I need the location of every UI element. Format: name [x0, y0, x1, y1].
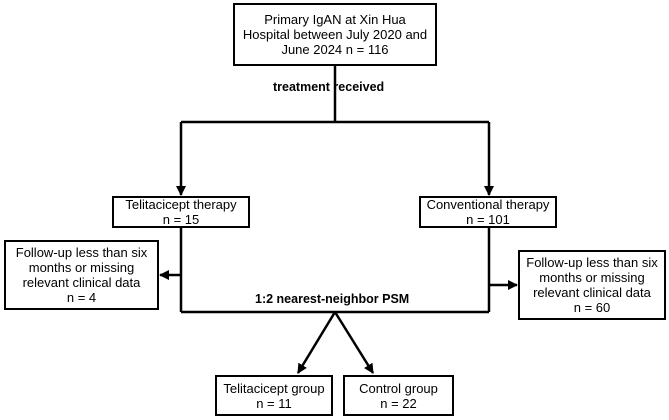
conventional-therapy-text-line: Conventional therapy — [426, 197, 550, 212]
excluded-left-text-line: relevant clinical data — [22, 275, 141, 290]
source-population-text-line: June 2024 n = 116 — [281, 42, 389, 57]
telitacicept-group-text-line: n = 11 — [256, 395, 292, 411]
source-population-text-line: Hospital between July 2020 and — [242, 27, 428, 42]
treatment-received-label: treatment received — [273, 80, 385, 94]
excluded-right-text-line: months or missing — [539, 270, 645, 285]
psm-label: 1:2 nearest-neighbor PSM — [255, 292, 410, 306]
telitacicept-therapy-text-line: n = 15 — [162, 212, 200, 227]
excluded-left-text-line: n = 4 — [66, 290, 97, 305]
conventional-therapy-text-line: n = 101 — [466, 212, 510, 227]
arrow-to-control-group — [333, 311, 375, 374]
control-group-text-line: Control group — [359, 380, 438, 396]
source-population-text-line: Primary IgAN at Xin Hua — [264, 12, 406, 27]
excluded-left-text-line: Follow-up less than six — [15, 245, 148, 260]
control-group-text-line: n = 22 — [380, 395, 417, 411]
telitacicept-therapy-text-line: Telitacicept therapy — [125, 197, 237, 212]
excluded-right-text-line: n = 60 — [573, 300, 611, 315]
telitacicept-group-text-line: Telitacicept group — [223, 380, 325, 396]
excluded-right-text-line: Follow-up less than six — [526, 255, 658, 270]
excluded-right-text-line: relevant clinical data — [533, 285, 651, 300]
excluded-left-text-line: months or missing — [28, 260, 135, 275]
arrow-to-telitacicept-group — [296, 311, 337, 374]
